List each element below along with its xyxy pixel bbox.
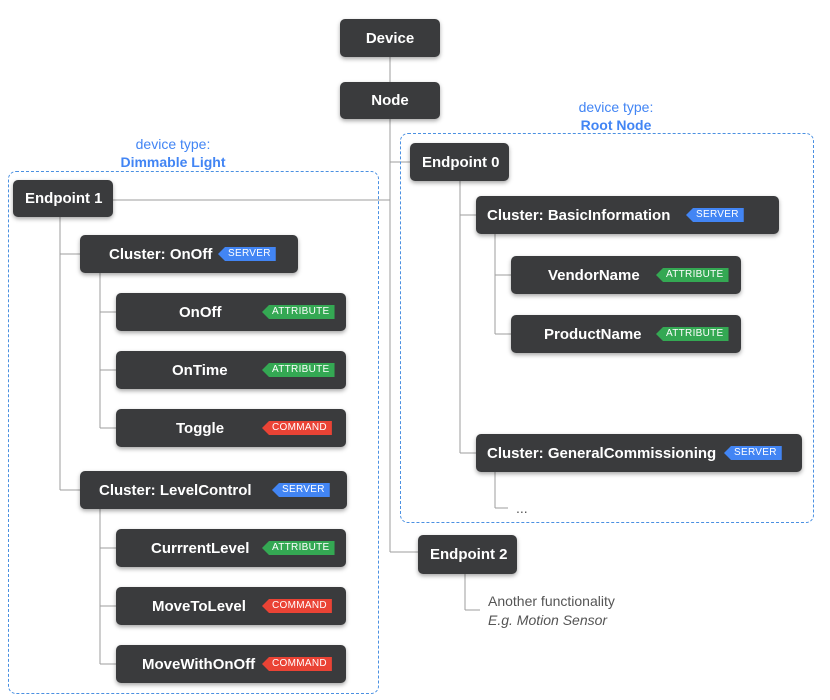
cluster-label: Cluster: OnOff (109, 245, 213, 263)
cluster-basicinformation-box: Cluster: BasicInformation SERVER (476, 196, 779, 234)
device-type-caption: device type: (135, 136, 211, 152)
node-box: Node (340, 82, 440, 119)
more-ellipsis: ... (516, 500, 528, 516)
item-label: MoveToLevel (152, 597, 246, 615)
item-label: MoveWithOnOff (142, 655, 256, 673)
command-movetolevel-box: MoveToLevel COMMAND (116, 587, 346, 625)
device-type-caption: device type: (578, 99, 654, 115)
item-label: VendorName (548, 266, 640, 284)
note-example: E.g. Motion Sensor (488, 612, 608, 628)
attribute-ontime-box: OnTime ATTRIBUTE (116, 351, 346, 389)
attribute-tag: ATTRIBUTE (262, 363, 335, 377)
root-node-type-label: device type: Root Node (541, 98, 691, 134)
device-type-name: Dimmable Light (120, 154, 226, 170)
endpoint-0-box: Endpoint 0 (410, 143, 509, 181)
root-node-group (400, 133, 814, 523)
cluster-onoff-box: Cluster: OnOff SERVER (80, 235, 298, 273)
node-label: Node (371, 92, 409, 109)
device-box: Device (340, 19, 440, 57)
note-line: Another functionality (488, 593, 615, 609)
command-movewithonoff-box: MoveWithOnOff COMMAND (116, 645, 346, 683)
attribute-currentlevel-box: CurrrentLevel ATTRIBUTE (116, 529, 346, 567)
attribute-tag: ATTRIBUTE (262, 305, 335, 319)
device-label: Device (365, 29, 415, 47)
endpoint-2-box: Endpoint 2 (418, 535, 517, 574)
server-tag: SERVER (218, 247, 276, 261)
item-label: OnTime (172, 361, 228, 379)
endpoint-label: Endpoint 2 (430, 546, 508, 563)
attribute-onoff-box: OnOff ATTRIBUTE (116, 293, 346, 331)
attribute-tag: ATTRIBUTE (656, 268, 729, 282)
server-tag: SERVER (272, 483, 330, 497)
cluster-label: Cluster: BasicInformation (487, 206, 671, 224)
attribute-tag: ATTRIBUTE (656, 327, 729, 341)
command-tag: COMMAND (262, 599, 332, 613)
command-tag: COMMAND (262, 657, 332, 671)
item-label: Toggle (176, 419, 225, 437)
attribute-tag: ATTRIBUTE (262, 541, 335, 555)
attribute-vendorname-box: VendorName ATTRIBUTE (511, 256, 741, 294)
item-label: OnOff (179, 303, 222, 321)
cluster-label: Cluster: LevelControl (99, 481, 252, 499)
attribute-productname-box: ProductName ATTRIBUTE (511, 315, 741, 353)
command-toggle-box: Toggle COMMAND (116, 409, 346, 447)
endpoint-label: Endpoint 0 (422, 153, 500, 171)
item-label: ProductName (544, 325, 642, 343)
device-type-name: Root Node (580, 117, 652, 133)
item-label: CurrrentLevel (151, 539, 250, 557)
cluster-generalcommissioning-box: Cluster: GeneralCommissioning SERVER (476, 434, 802, 472)
endpoint-1-box: Endpoint 1 (13, 180, 113, 217)
cluster-label: Cluster: GeneralCommissioning (487, 444, 717, 462)
dimmable-light-group (8, 171, 379, 694)
server-tag: SERVER (686, 208, 744, 222)
server-tag: SERVER (724, 446, 782, 460)
command-tag: COMMAND (262, 421, 332, 435)
cluster-levelcontrol-box: Cluster: LevelControl SERVER (80, 471, 347, 509)
endpoint-label: Endpoint 1 (25, 190, 103, 207)
endpoint-2-note: Another functionality E.g. Motion Sensor (488, 592, 615, 630)
dimmable-light-type-label: device type: Dimmable Light (98, 135, 248, 171)
